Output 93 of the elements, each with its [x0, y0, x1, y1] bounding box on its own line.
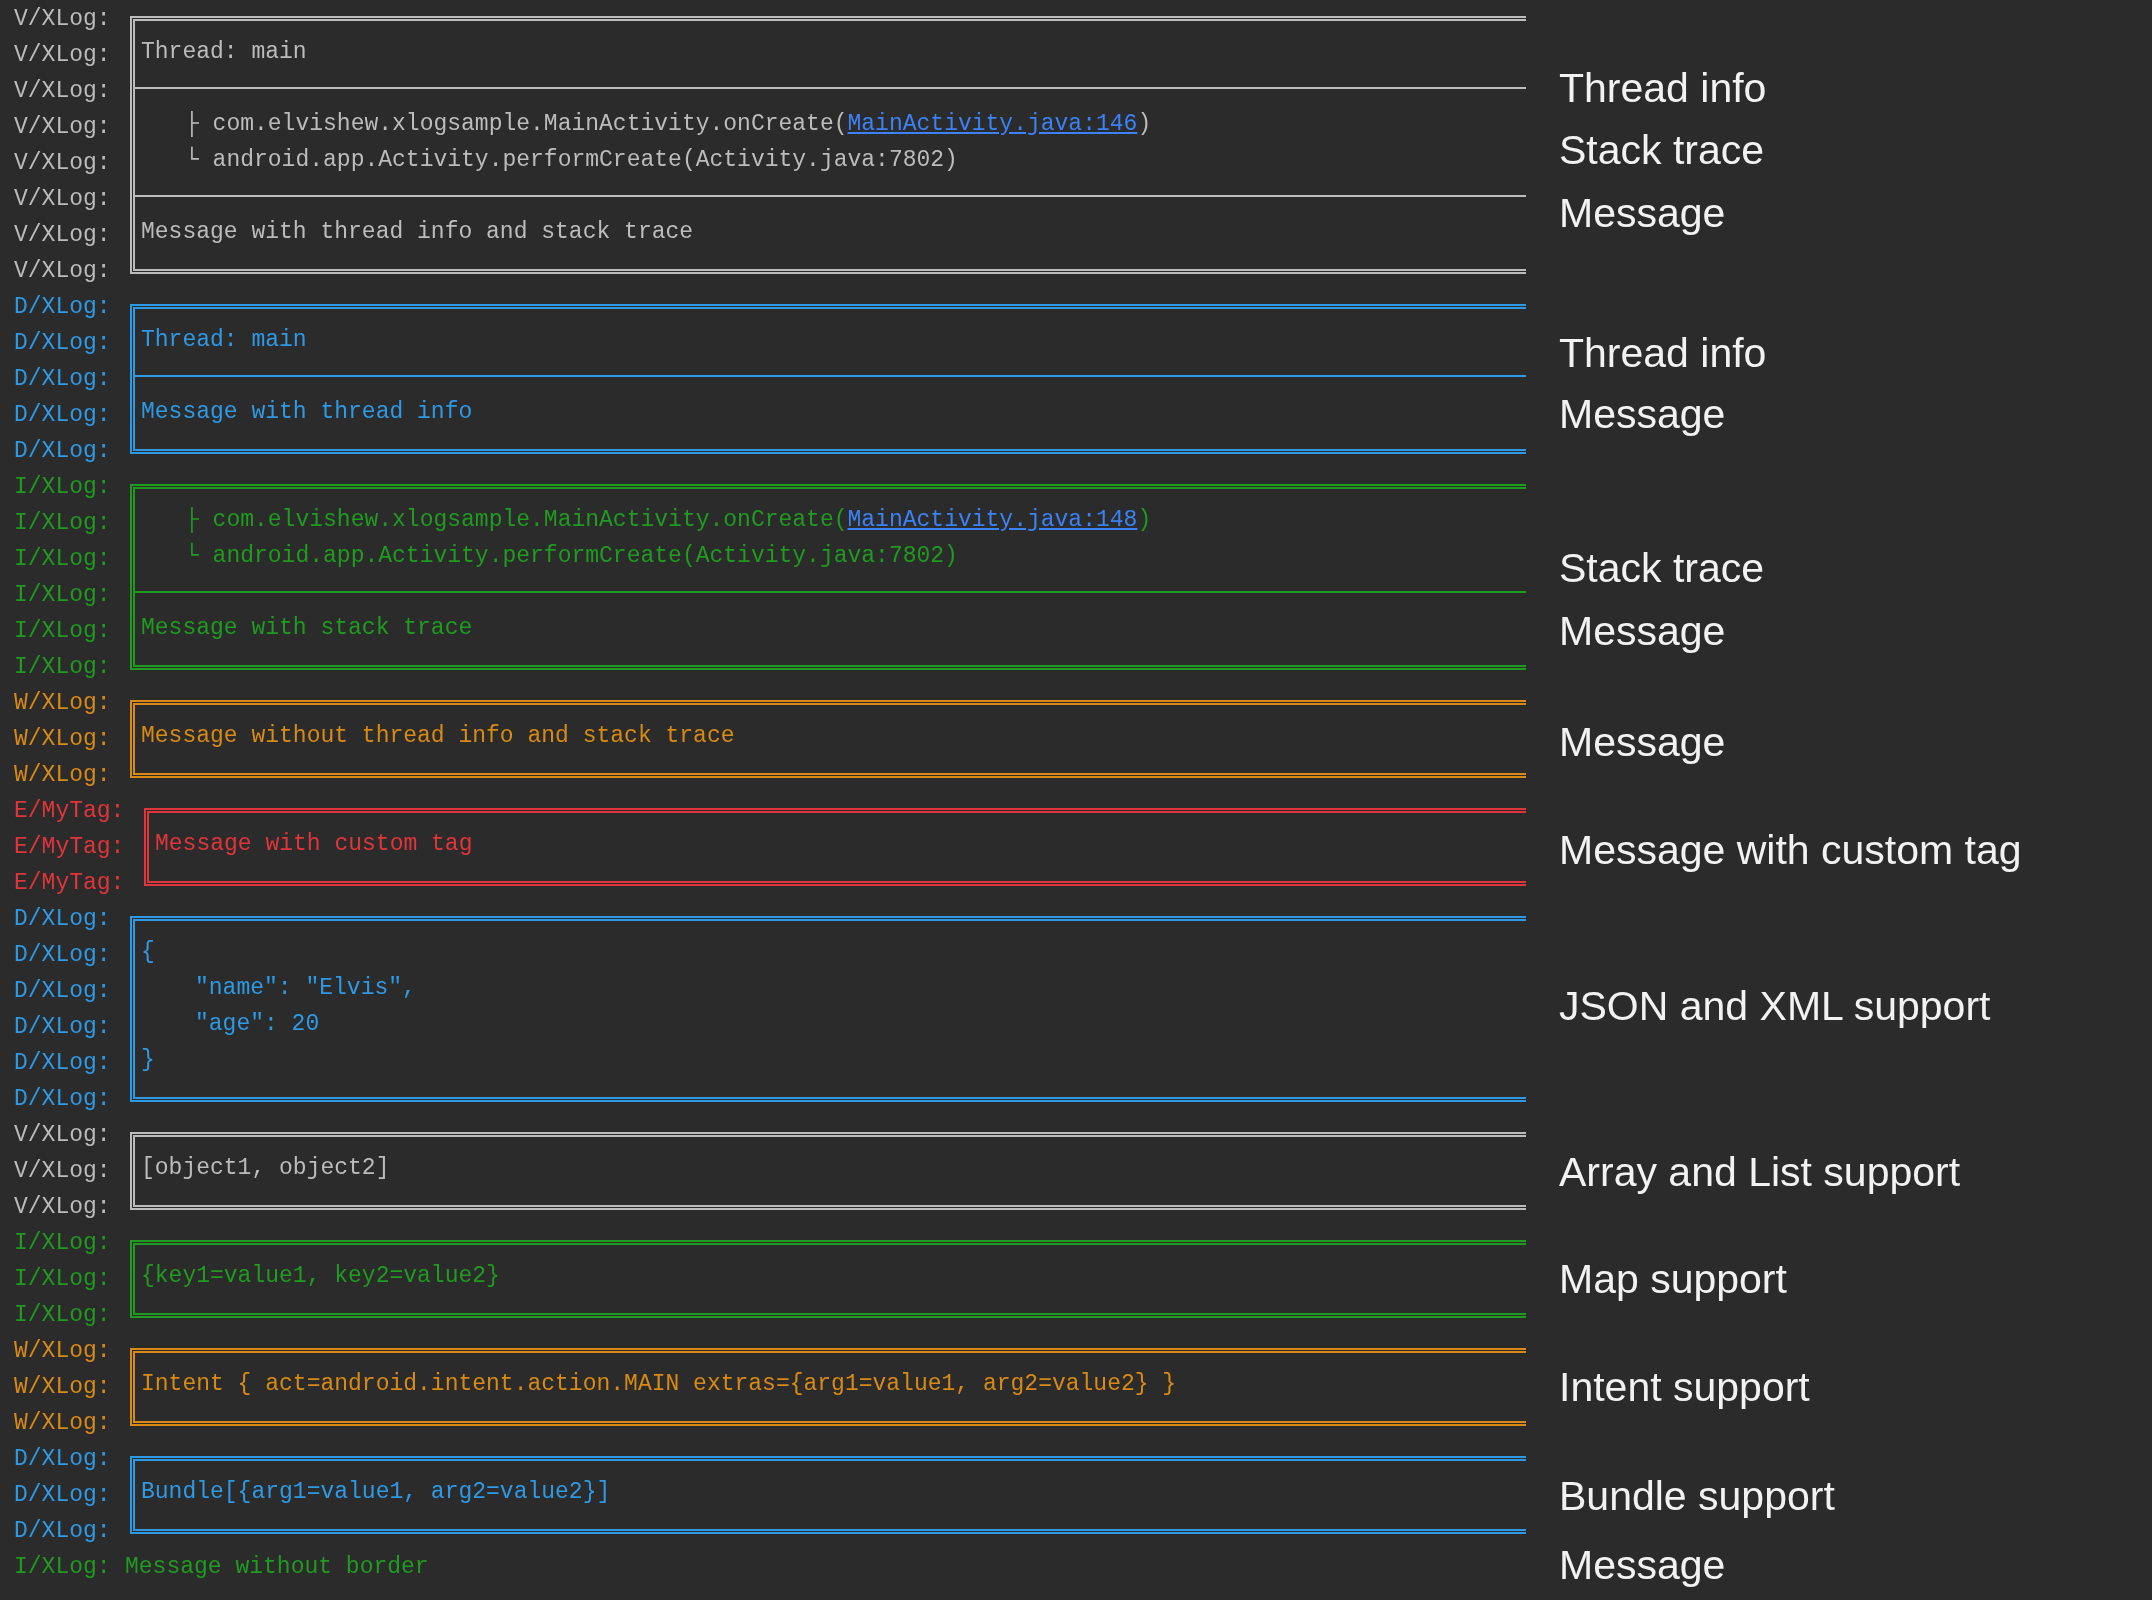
log-tag: E/MyTag:: [14, 829, 125, 865]
log-tag: D/XLog:: [14, 433, 111, 469]
log-text: └ android.app.Activity.performCreate(Activity.java:7802): [185, 145, 958, 175]
log-tag: I/XLog:: [14, 613, 111, 649]
feature-caption: Message: [1559, 390, 1726, 439]
feature-caption: Stack trace: [1559, 544, 1765, 593]
log-tag: D/XLog:: [14, 1045, 111, 1081]
log-border-box: [130, 304, 1526, 454]
log-border-box: [130, 16, 1526, 274]
log-tag: D/XLog:: [14, 1513, 111, 1549]
log-tag: I/XLog:: [14, 649, 111, 685]
log-tag: E/MyTag:: [14, 793, 125, 829]
log-tag: W/XLog:: [14, 1369, 111, 1405]
log-tag: I/XLog:: [14, 1261, 111, 1297]
log-tag: I/XLog:: [14, 1549, 111, 1585]
log-tag: V/XLog:: [14, 1153, 111, 1189]
log-tag: V/XLog:: [14, 181, 111, 217]
log-text: Thread: main: [141, 37, 307, 67]
log-tag: I/XLog:: [14, 577, 111, 613]
feature-caption: Stack trace: [1559, 126, 1765, 175]
log-tag: I/XLog:: [14, 1225, 111, 1261]
source-link: MainActivity.java:146: [847, 109, 1138, 139]
log-tag: D/XLog:: [14, 1441, 111, 1477]
feature-caption: Bundle support: [1559, 1472, 1835, 1521]
log-tag: D/XLog:: [14, 361, 111, 397]
log-text: ): [1137, 505, 1152, 535]
log-text: Intent { act=android.intent.action.MAIN extras={arg1=value1, arg2=value2} }: [141, 1369, 1177, 1399]
log-text: [object1, object2]: [141, 1153, 390, 1183]
feature-caption: Thread info: [1559, 64, 1767, 113]
log-text: }: [141, 1045, 155, 1075]
log-tag: W/XLog:: [14, 721, 111, 757]
log-tag: D/XLog:: [14, 325, 111, 361]
log-text: "name": "Elvis",: [195, 973, 416, 1003]
log-border-box: [130, 1348, 1526, 1426]
feature-caption: Message: [1559, 718, 1726, 767]
log-tag: V/XLog:: [14, 73, 111, 109]
log-border-box: [130, 1132, 1526, 1210]
log-tag: I/XLog:: [14, 505, 111, 541]
log-tag: V/XLog:: [14, 1189, 111, 1225]
log-tag: W/XLog:: [14, 757, 111, 793]
log-tag: D/XLog:: [14, 1081, 111, 1117]
log-text: Message with thread info: [141, 397, 473, 427]
log-tag: I/XLog:: [14, 541, 111, 577]
log-text: ├ com.elvishew.xlogsample.MainActivity.onCreate(: [185, 505, 848, 535]
log-tag: V/XLog:: [14, 145, 111, 181]
log-tag: E/MyTag:: [14, 865, 125, 901]
log-tag: D/XLog:: [14, 289, 111, 325]
feature-caption: Thread info: [1559, 329, 1767, 378]
feature-caption: Map support: [1559, 1255, 1787, 1304]
log-border-box: [130, 1240, 1526, 1318]
log-tag: V/XLog:: [14, 1, 111, 37]
log-text: Thread: main: [141, 325, 307, 355]
log-tag: V/XLog:: [14, 109, 111, 145]
log-border-box: [144, 808, 1526, 886]
log-tag: D/XLog:: [14, 937, 111, 973]
feature-caption: Message: [1559, 1541, 1726, 1590]
log-tag: V/XLog:: [14, 253, 111, 289]
log-text: Message with stack trace: [141, 613, 473, 643]
log-tag: V/XLog:: [14, 1117, 111, 1153]
log-tag: D/XLog:: [14, 397, 111, 433]
log-text: ├ com.elvishew.xlogsample.MainActivity.onCreate(: [185, 109, 848, 139]
log-text: {key1=value1, key2=value2}: [141, 1261, 500, 1291]
log-text: Message with custom tag: [155, 829, 473, 859]
log-text: └ android.app.Activity.performCreate(Activity.java:7802): [185, 541, 958, 571]
log-tag: V/XLog:: [14, 37, 111, 73]
log-tag: W/XLog:: [14, 1333, 111, 1369]
log-tag: D/XLog:: [14, 1009, 111, 1045]
log-text: Message with thread info and stack trace: [141, 217, 694, 247]
log-text: Message without border: [125, 1553, 429, 1582]
log-tag: D/XLog:: [14, 973, 111, 1009]
feature-caption: Intent support: [1559, 1363, 1810, 1412]
source-link: MainActivity.java:148: [847, 505, 1138, 535]
feature-caption: Message: [1559, 607, 1726, 656]
feature-caption: Message with custom tag: [1559, 826, 2022, 875]
log-border-box: [130, 484, 1526, 670]
log-border-box: [130, 700, 1526, 778]
log-tag: I/XLog:: [14, 469, 111, 505]
log-tag: D/XLog:: [14, 1477, 111, 1513]
log-text: ): [1137, 109, 1152, 139]
log-tag: D/XLog:: [14, 901, 111, 937]
log-text: "age": 20: [195, 1009, 320, 1039]
log-text: {: [141, 937, 155, 967]
feature-caption: Array and List support: [1559, 1148, 1961, 1197]
log-tag: W/XLog:: [14, 1405, 111, 1441]
feature-caption: Message: [1559, 189, 1726, 238]
log-border-box: [130, 916, 1526, 1102]
log-text: Message without thread info and stack trace: [141, 721, 735, 751]
log-text: Bundle[{arg1=value1, arg2=value2}]: [141, 1477, 611, 1507]
log-border-box: [130, 1456, 1526, 1534]
feature-caption: JSON and XML support: [1559, 982, 1991, 1031]
log-tag: W/XLog:: [14, 685, 111, 721]
log-tag: I/XLog:: [14, 1297, 111, 1333]
log-tag: V/XLog:: [14, 217, 111, 253]
